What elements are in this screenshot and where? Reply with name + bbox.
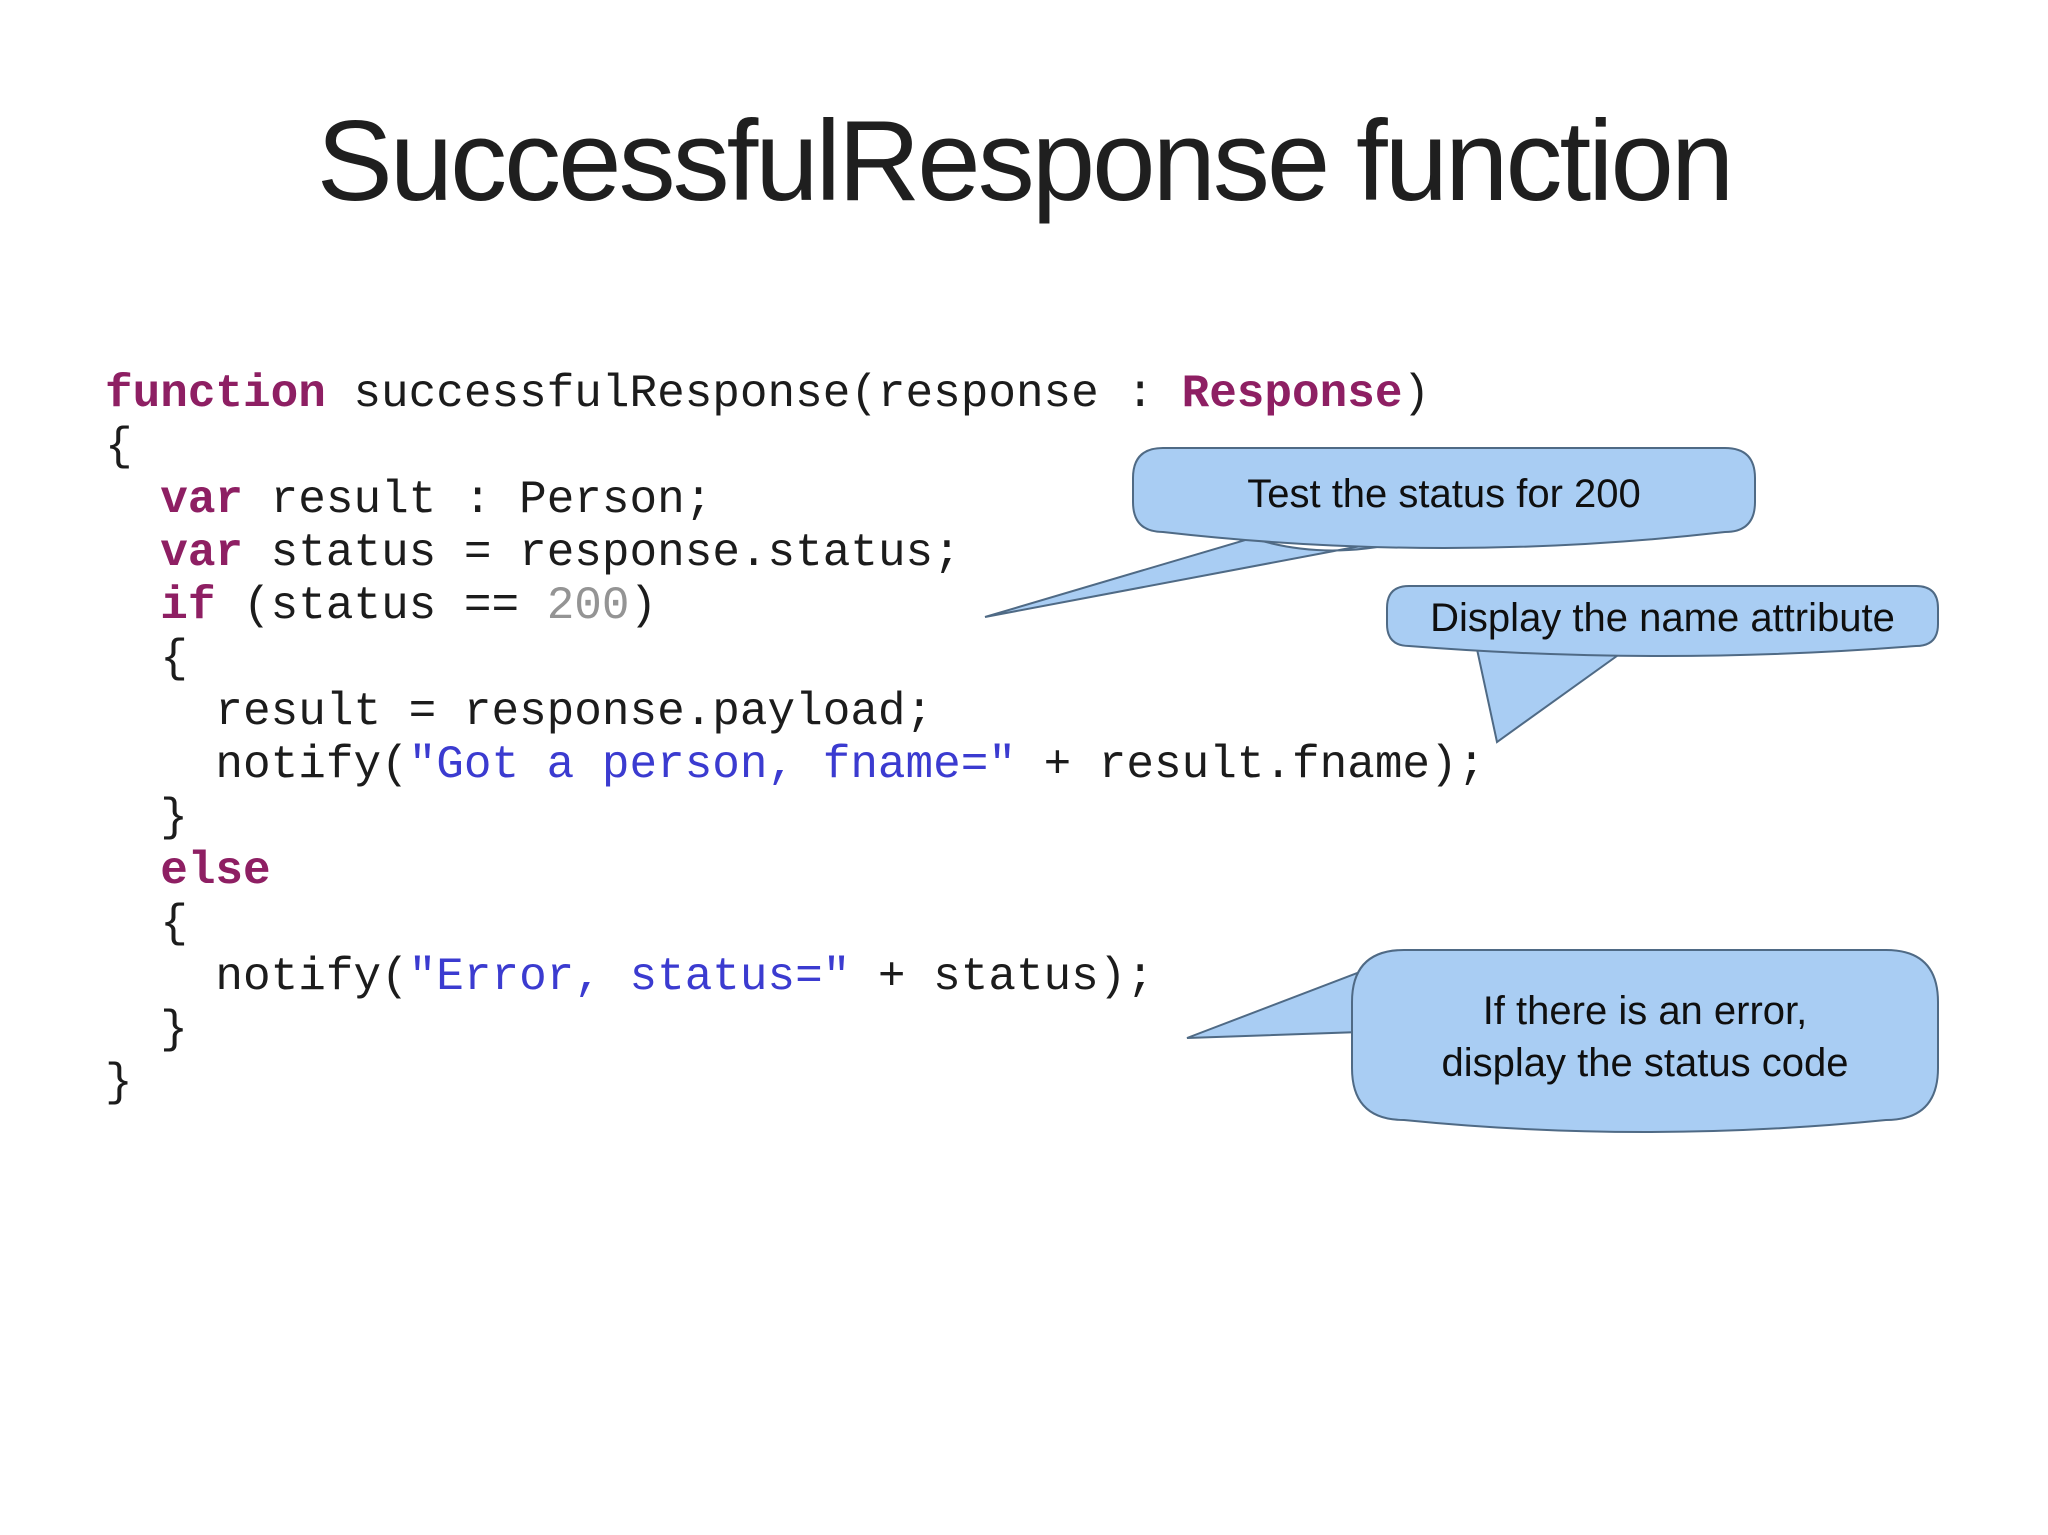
code-line: else	[105, 845, 1485, 898]
code-segment-keyword: var	[160, 527, 244, 579]
code-segment-plain	[105, 845, 160, 897]
code-segment-plain: )	[1402, 368, 1431, 420]
code-segment-keyword: function	[105, 368, 326, 420]
code-line: notify("Error, status=" + status);	[105, 951, 1485, 1004]
code-segment-keyword: Response	[1181, 368, 1403, 420]
slide-title: SuccessfulResponse function	[316, 98, 1735, 225]
code-line: }	[105, 1057, 1485, 1110]
code-segment-plain: + result.fname);	[1015, 739, 1486, 791]
code-segment-plain: + status);	[850, 951, 1154, 1003]
code-line: }	[105, 792, 1485, 845]
code-line: result = response.payload;	[105, 686, 1485, 739]
code-segment-plain: {	[105, 633, 188, 685]
callout-label-display-name: Display the name attribute	[1430, 596, 1895, 640]
code-segment-keyword: var	[160, 474, 244, 526]
code-segment-plain: )	[629, 580, 658, 632]
callout-label-test-status: Test the status for 200	[1247, 472, 1641, 516]
code-segment-plain: notify(	[105, 951, 409, 1003]
code-segment-plain	[105, 474, 160, 526]
code-segment-plain: result = response.payload;	[105, 686, 934, 738]
code-segment-keyword: if	[160, 580, 216, 632]
callout-label-error-status: If there is an error, display the status…	[1441, 989, 1849, 1085]
code-segment-plain	[105, 580, 160, 632]
code-line: {	[105, 898, 1485, 951]
code-segment-plain: notify(	[105, 739, 409, 791]
code-line: if (status == 200)	[105, 580, 1485, 633]
code-line: var status = response.status;	[105, 527, 1485, 580]
code-segment-plain: {	[105, 898, 188, 950]
code-segment-number: 200	[546, 580, 630, 632]
code-line: notify("Got a person, fname=" + result.f…	[105, 739, 1485, 792]
code-segment-plain: result : Person;	[243, 474, 713, 526]
callout-tail-display-name	[1473, 638, 1631, 744]
code-segment-plain: (status ==	[215, 580, 547, 632]
code-segment-plain: status = response.status;	[243, 527, 961, 579]
code-line: {	[105, 421, 1485, 474]
code-segment-string: "Got a person, fname="	[408, 739, 1016, 791]
code-segment-plain	[105, 527, 160, 579]
code-block: function successfulResponse(response : R…	[105, 368, 1485, 1110]
code-segment-plain: }	[105, 792, 188, 844]
code-segment-plain: }	[105, 1004, 188, 1056]
code-segment-plain: successfulResponse(response :	[325, 368, 1182, 420]
code-line: }	[105, 1004, 1485, 1057]
code-segment-string: "Error, status="	[408, 951, 851, 1003]
code-segment-keyword: else	[160, 845, 271, 897]
code-line: var result : Person;	[105, 474, 1485, 527]
code-line: {	[105, 633, 1485, 686]
code-line: function successfulResponse(response : R…	[105, 368, 1485, 421]
code-segment-plain: }	[105, 1057, 133, 1109]
code-segment-plain: {	[105, 421, 133, 473]
